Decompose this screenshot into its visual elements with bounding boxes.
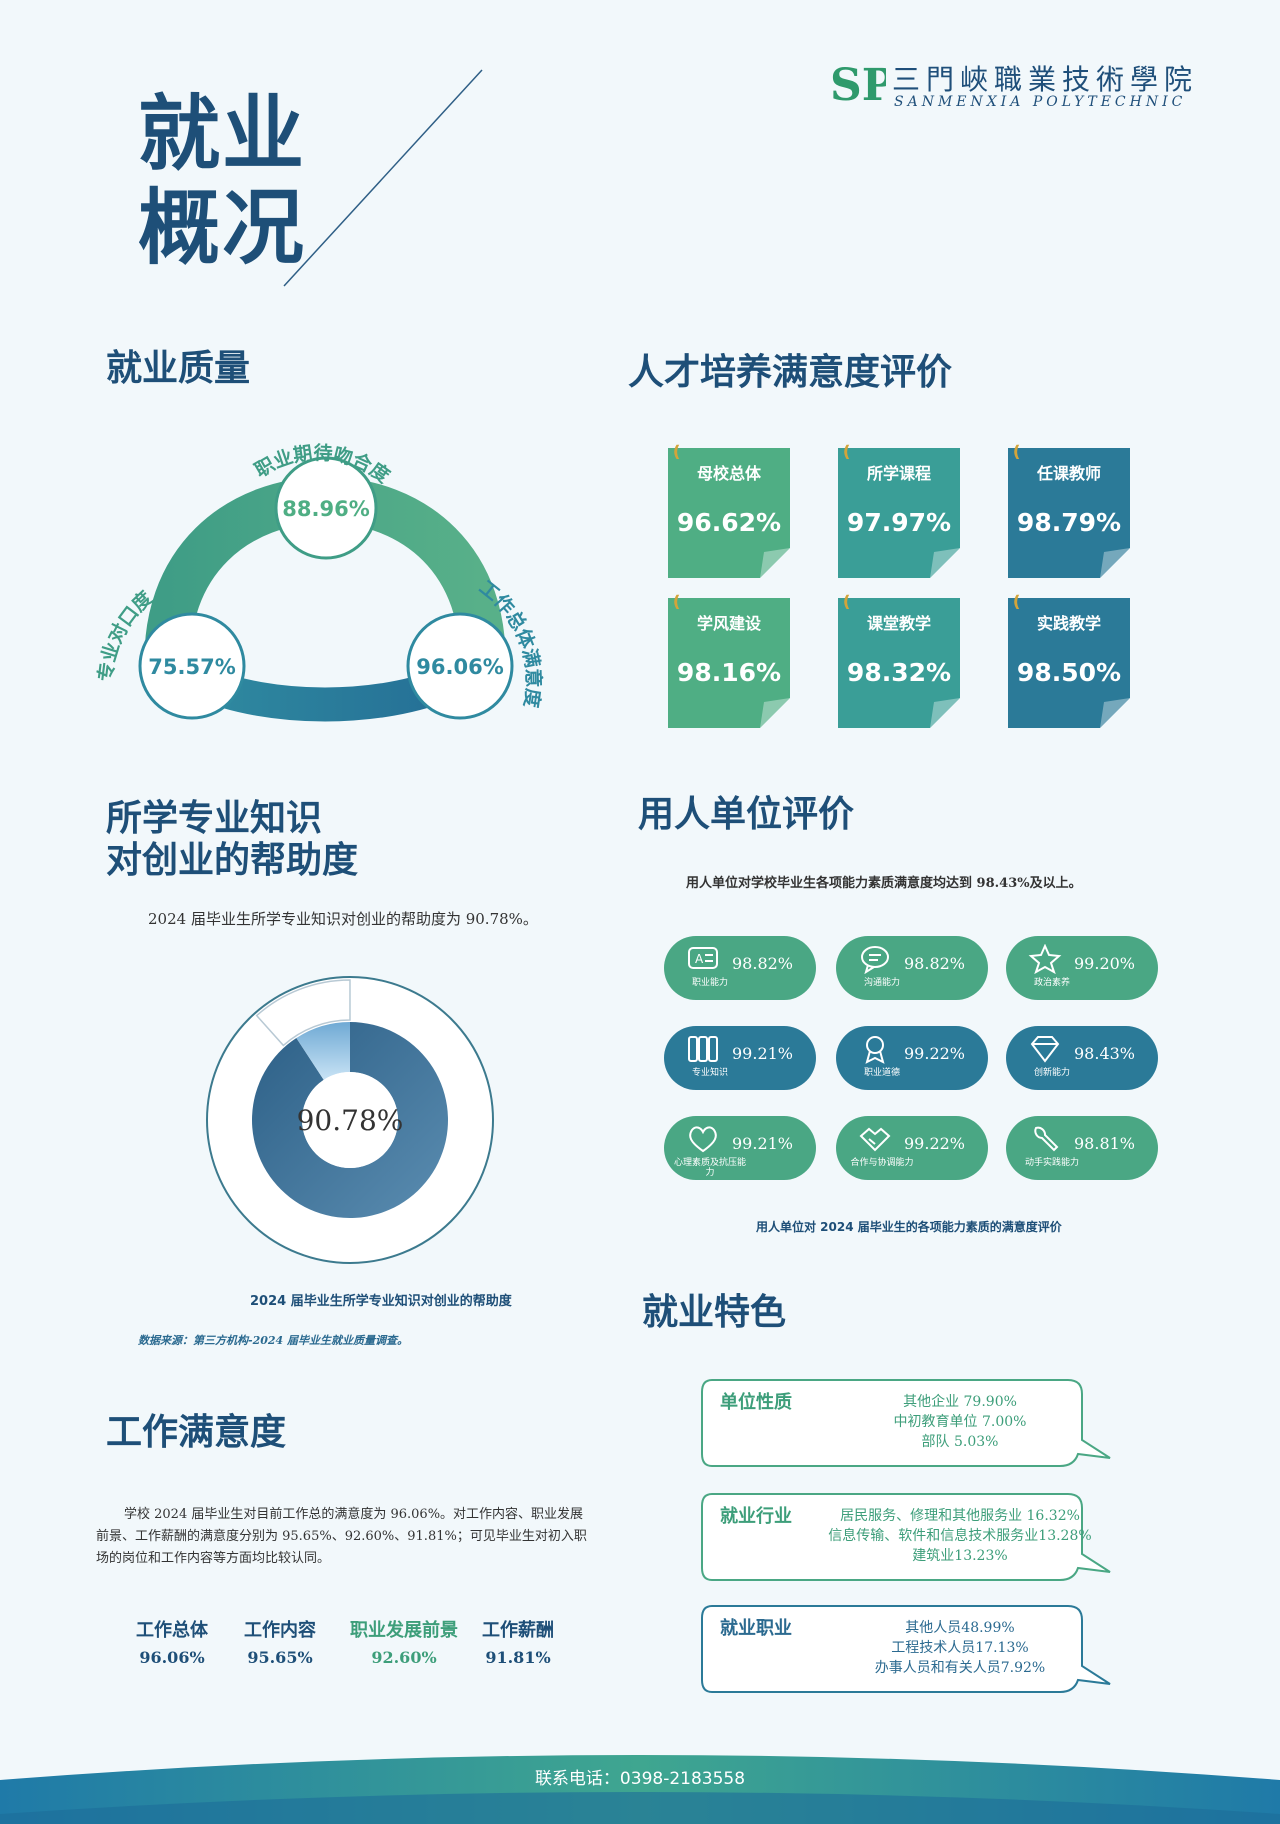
- talent-card: ❪ 母校总体 96.62%: [668, 442, 790, 578]
- quality-left-value: 75.57%: [148, 655, 235, 679]
- books-icon: [688, 1036, 718, 1062]
- employer-pill: 99.20% 政治素养: [1006, 936, 1158, 1000]
- paper-clip-icon: ❪: [1010, 442, 1024, 461]
- knowledge-summary-text: 2024 届毕业生所学专业知识对创业的帮助度为 90.78%。: [148, 910, 538, 928]
- footer-wave: [0, 1755, 1280, 1824]
- section-title-job-satisfaction: 工作满意度: [106, 1412, 287, 1453]
- feature-bubble-unit-type: 单位性质 其他企业 79.90% 中初教育单位 7.00% 部队 5.03%: [700, 1378, 1111, 1474]
- talent-card: ❪ 所学课程 97.97%: [838, 442, 960, 578]
- section-title-knowledge: 所学专业知识 对创业的帮助度: [106, 798, 359, 881]
- paper-clip-icon: ❪: [840, 442, 854, 461]
- job-sat-col: 工作总体 96.06%: [136, 1620, 208, 1667]
- employer-chart-caption: 用人单位对 2024 届毕业生的各项能力素质的满意度评价: [756, 1220, 1062, 1234]
- job-sat-col: 工作内容 95.65%: [244, 1620, 316, 1667]
- school-logo: SP 三門峽職業技術學院 SANMENXIA POLYTECHNIC: [826, 56, 1192, 116]
- diamond-icon: [1030, 1036, 1060, 1063]
- circle-left: [138, 612, 246, 720]
- outer-ring-gap-slice: [255, 979, 351, 1047]
- job-sat-col: 职业发展前景 92.60%: [350, 1620, 458, 1667]
- donut-main-slice: [252, 1022, 448, 1218]
- svg-text:A: A: [695, 952, 704, 966]
- svg-text:SP: SP: [830, 60, 886, 111]
- section-title-quality: 就业质量: [106, 348, 251, 389]
- logo-english-name: SANMENXIA POLYTECHNIC: [894, 94, 1187, 110]
- section-title-employer: 用人单位评价: [638, 794, 855, 835]
- job-sat-col: 工作薪酬 91.81%: [482, 1620, 554, 1667]
- wrench-icon: [1034, 1126, 1059, 1152]
- feature-bubble-occupation: 就业职业 其他人员48.99% 工程技术人员17.13% 办事人员和有关人员7.…: [700, 1604, 1111, 1700]
- logo-chinese-name: 三門峽職業技術學院: [892, 63, 1199, 96]
- section-title-features: 就业特色: [642, 1292, 787, 1333]
- ability-card-icon: A: [688, 947, 718, 969]
- quality-right-value: 96.06%: [416, 655, 503, 679]
- heart-icon: [689, 1126, 717, 1153]
- circle-right: [406, 612, 514, 720]
- circle-top: [274, 456, 378, 560]
- paper-clip-icon: ❪: [840, 592, 854, 611]
- talent-card: ❪ 任课教师 98.79%: [1008, 442, 1130, 578]
- donut-remaining-slice: [296, 1022, 350, 1080]
- decorative-diagonal-line: [283, 69, 483, 287]
- data-source-note: 数据来源：第三方机构-2024 届毕业生就业质量调查。: [138, 1334, 409, 1347]
- page-title: 就业 概况: [138, 87, 307, 276]
- paper-clip-icon: ❪: [670, 592, 684, 611]
- employer-pill: A 98.82% 职业能力: [664, 936, 816, 1000]
- quality-ring-diagram: 88.96% 75.57% 96.06% 职业期待吻合度 专业对口度 工作总体满…: [94, 441, 545, 722]
- employer-intro-text: 用人单位对学校毕业生各项能力素质满意度均达到 98.43%及以上。: [686, 876, 1082, 891]
- employer-pill: 99.21% 心理素质及抗压能力: [664, 1116, 816, 1180]
- employer-pill: 98.82% 沟通能力: [836, 936, 988, 1000]
- employer-pill: 99.22% 合作与协调能力: [836, 1116, 988, 1180]
- paper-clip-icon: ❪: [670, 442, 684, 461]
- star-icon: [1028, 944, 1062, 974]
- footer-contact: 联系电话：0398-2183558: [534, 1769, 746, 1789]
- talent-card: ❪ 实践教学 98.50%: [1008, 592, 1130, 728]
- award-icon: [865, 1036, 885, 1064]
- knowledge-donut-chart: 90.78%: [206, 976, 494, 1264]
- quality-top-value: 88.96%: [282, 497, 369, 521]
- employer-pill: 99.22% 职业道德: [836, 1026, 988, 1090]
- chat-bubble-icon: [861, 946, 889, 974]
- section-title-talent: 人才培养满意度评价: [628, 352, 953, 393]
- talent-card: ❪ 课堂教学 98.32%: [838, 592, 960, 728]
- employer-pill: 98.43% 创新能力: [1006, 1026, 1158, 1090]
- donut-center-value: 90.78%: [297, 1104, 404, 1137]
- feature-bubble-industry: 就业行业 居民服务、修理和其他服务业 16.32% 信息传输、软件和信息技术服务…: [700, 1492, 1111, 1588]
- handshake-icon: [859, 1127, 891, 1152]
- employer-pill: 98.81% 动手实践能力: [1006, 1116, 1158, 1180]
- talent-card: ❪ 学风建设 98.16%: [668, 592, 790, 728]
- paper-clip-icon: ❪: [1010, 592, 1024, 611]
- job-satisfaction-paragraph: 学校 2024 届毕业生对目前工作总的满意度为 96.06%。对工作内容、职业发…: [96, 1507, 587, 1566]
- sp-monogram-icon: SP: [830, 60, 886, 111]
- employer-pill: 99.21% 专业知识: [664, 1026, 816, 1090]
- knowledge-chart-caption: 2024 届毕业生所学专业知识对创业的帮助度: [250, 1294, 512, 1309]
